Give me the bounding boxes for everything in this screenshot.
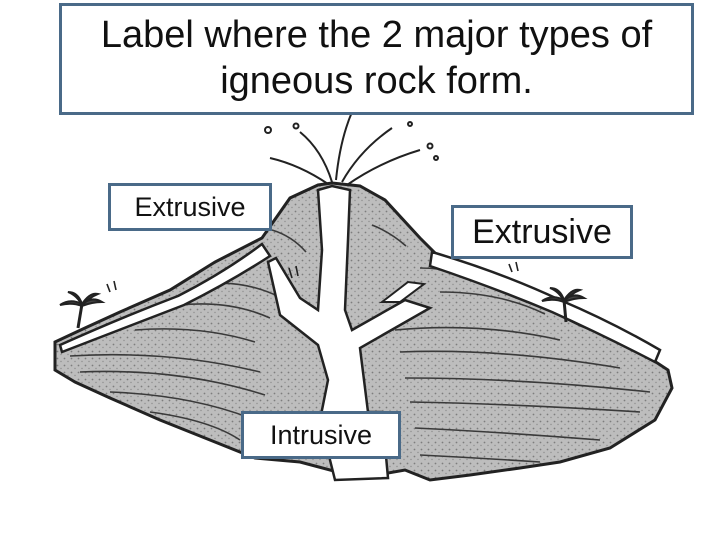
- label-extrusive-right-text: Extrusive: [472, 213, 612, 252]
- eruption-splashes: [265, 112, 438, 185]
- label-intrusive-text: Intrusive: [270, 420, 372, 451]
- question-title-text: Label where the 2 major types of igneous…: [76, 13, 677, 104]
- question-title: Label where the 2 major types of igneous…: [59, 3, 694, 115]
- label-extrusive-right: Extrusive: [451, 205, 633, 259]
- label-extrusive-left: Extrusive: [108, 183, 272, 231]
- label-intrusive: Intrusive: [241, 411, 401, 459]
- label-extrusive-left-text: Extrusive: [134, 192, 245, 223]
